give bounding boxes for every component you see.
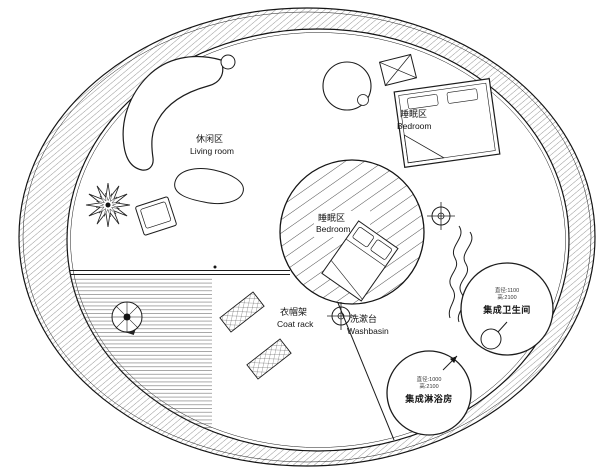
bathroom-pod-dim1: 直径:1100 — [495, 286, 519, 294]
armchair — [135, 196, 177, 236]
shower-pod-label: 集成淋浴房 — [404, 393, 453, 404]
outer-wall-inner-line — [22, 11, 592, 463]
shower-pod-dim2: 高:2100 — [419, 382, 438, 390]
parasol-icon — [111, 301, 143, 335]
shower-pod: 直径:1000 高:2100 集成淋浴房 — [386, 350, 472, 436]
shower-pod-dim1: 直径:1000 — [417, 375, 442, 383]
sofa-end-table — [220, 54, 236, 70]
coat-rack-label-zh: 衣帽架 — [280, 306, 307, 317]
coat-rack-1 — [219, 291, 265, 333]
dot-mark — [213, 265, 217, 269]
toilet-icon — [480, 321, 508, 350]
upper-bedroom — [322, 53, 501, 168]
plant-icon — [85, 182, 131, 228]
ceiling-fixture-icon-1 — [427, 202, 455, 230]
coffee-table — [174, 168, 244, 205]
storage-box-icon — [378, 53, 418, 87]
bathroom-pod: 直径:1100 高:2100 集成卫生间 — [460, 262, 554, 356]
living-room-label-zh: 休闲区 — [196, 133, 223, 144]
living-area — [85, 54, 244, 236]
center-bedroom — [279, 159, 425, 305]
coat-rack-2 — [246, 338, 292, 380]
upper-bedroom-label-en: Bedroom — [397, 121, 432, 131]
washbasin-label-en: Washbasin — [347, 326, 389, 336]
curved-sofa — [122, 55, 224, 171]
center-bedroom-label-zh: 睡眠区 — [318, 212, 345, 223]
upper-bedroom-label-zh: 睡眠区 — [400, 108, 427, 119]
ceiling-fixture-icon-2 — [327, 302, 355, 330]
coat-rack-label-en: Coat rack — [277, 319, 314, 329]
washbasin-label-zh: 洗漱台 — [350, 313, 377, 324]
bathroom-pod-dim2: 高:2100 — [497, 293, 516, 301]
partition-line — [337, 302, 395, 441]
inner-wall-inner-line — [70, 32, 566, 448]
living-room-label-en: Living room — [190, 146, 234, 156]
center-bed — [321, 220, 399, 302]
bathroom-pod-label: 集成卫生间 — [482, 304, 531, 315]
center-bedroom-wall — [279, 159, 425, 305]
direction-arrow-icon — [442, 355, 458, 371]
upper-bed — [393, 78, 501, 168]
center-bedroom-label-en: Bedroom — [316, 224, 351, 234]
round-table-small — [357, 94, 369, 106]
